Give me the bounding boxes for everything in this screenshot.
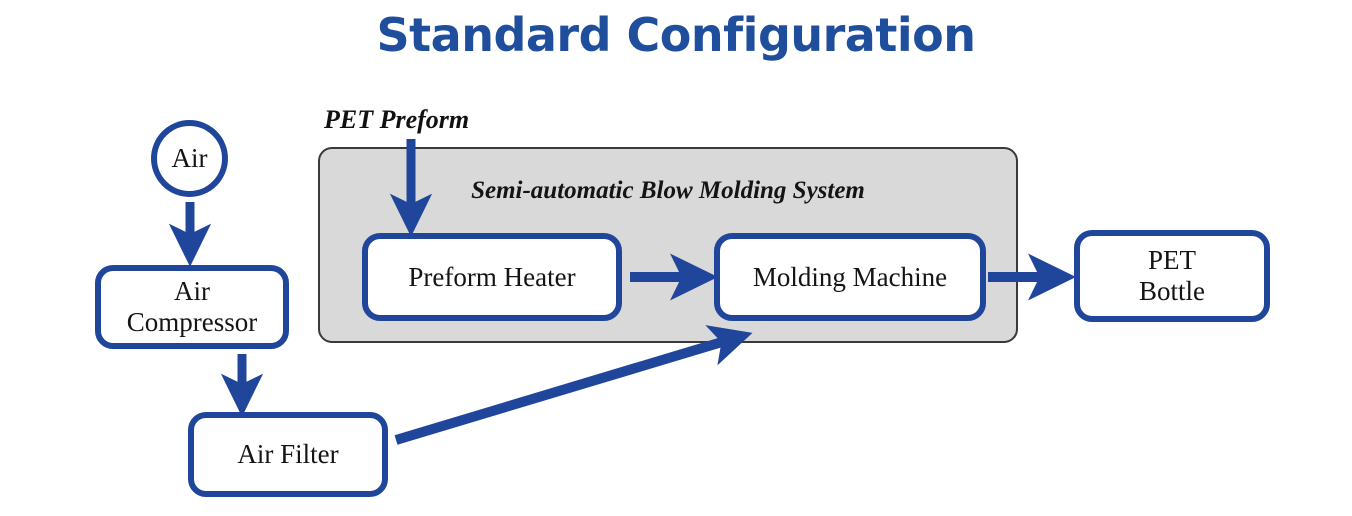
- node-molding-machine-label: Molding Machine: [752, 261, 948, 292]
- node-air-filter[interactable]: Air Filter: [188, 412, 388, 497]
- node-air[interactable]: Air: [151, 120, 228, 197]
- node-preform-heater[interactable]: Preform Heater: [362, 233, 622, 321]
- node-pet-bottle-line2: Bottle: [1139, 276, 1205, 306]
- node-air-compressor-line1: Air: [174, 276, 210, 307]
- page-title: Standard Configuration: [376, 8, 976, 62]
- node-preform-heater-label: Preform Heater: [408, 261, 576, 292]
- edge-filter-to-molding: [394, 325, 753, 445]
- node-air-filter-label: Air Filter: [237, 439, 339, 470]
- node-air-label: Air: [171, 143, 208, 173]
- node-pet-bottle-line1: PET: [1147, 245, 1196, 276]
- pet-preform-label: PET Preform: [324, 105, 470, 134]
- system-group-label: Semi-automatic Blow Molding System: [471, 177, 865, 204]
- node-air-compressor-line2: Compressor: [126, 307, 258, 337]
- node-molding-machine[interactable]: Molding Machine: [714, 233, 986, 321]
